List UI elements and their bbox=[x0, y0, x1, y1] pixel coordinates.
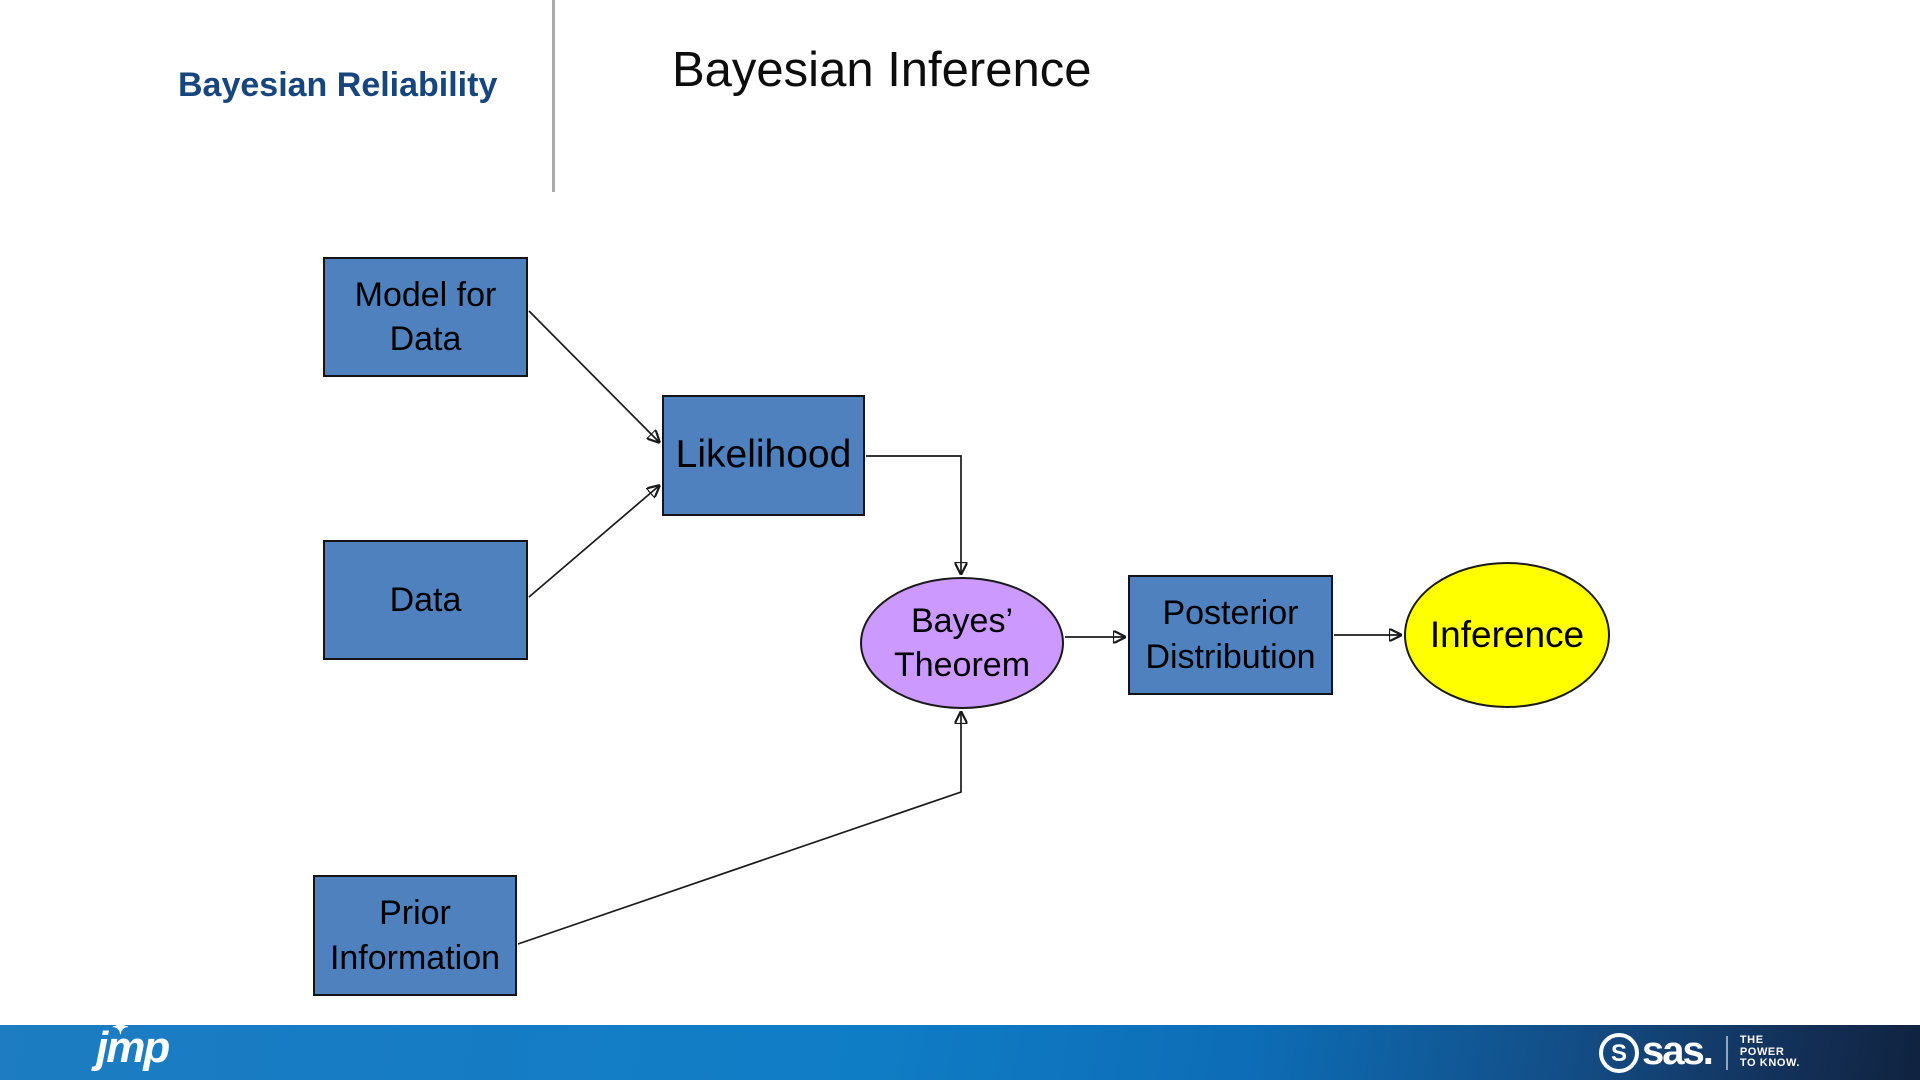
edge-data-to-likelihood bbox=[528, 485, 660, 598]
node-prior-information: Prior Information bbox=[313, 875, 517, 996]
deck-brand-title: Bayesian Reliability bbox=[178, 66, 498, 104]
node-bayes-theorem-label: Bayes’ Theorem bbox=[893, 601, 1031, 684]
svg-text:S: S bbox=[1611, 1040, 1627, 1067]
sas-tagline-line1: THE bbox=[1739, 1034, 1764, 1047]
sas-tagline: THE POWER TO KNOW. bbox=[1740, 1035, 1800, 1070]
edge-likelihood-to-bayes bbox=[866, 455, 961, 575]
node-model-for-data-label: Model for Data bbox=[354, 275, 497, 358]
node-prior-information-label: Prior Information bbox=[329, 894, 501, 977]
header-divider-line bbox=[552, 0, 555, 192]
node-likelihood-label: Likelihood bbox=[675, 433, 852, 477]
node-inference-label: Inference bbox=[1429, 613, 1585, 655]
sas-tagline-line3: TO KNOW. bbox=[1739, 1057, 1801, 1070]
slide-title: Bayesian Inference bbox=[672, 43, 1092, 97]
node-posterior-distribution-label: Posterior Distribution bbox=[1145, 593, 1316, 676]
jmp-logo: ✦ jmp bbox=[96, 1017, 170, 1073]
sas-mark-icon: S bbox=[1599, 1032, 1639, 1073]
node-likelihood: Likelihood bbox=[662, 395, 865, 516]
node-inference: Inference bbox=[1404, 562, 1610, 708]
footer-bar: ✦ jmp S sas. THE POWER TO KNOW. bbox=[0, 1017, 1920, 1080]
sas-logo: S sas. THE POWER TO KNOW. bbox=[1598, 1025, 1800, 1080]
node-bayes-theorem: Bayes’ Theorem bbox=[860, 577, 1064, 709]
edge-model-to-likelihood bbox=[528, 310, 660, 443]
node-posterior-distribution: Posterior Distribution bbox=[1128, 575, 1333, 695]
sas-logo-text: sas. bbox=[1642, 1028, 1714, 1073]
jmp-logo-text: jmp bbox=[96, 1023, 170, 1072]
node-data: Data bbox=[323, 540, 528, 660]
sas-tagline-line2: POWER bbox=[1739, 1045, 1785, 1058]
jmp-star-icon: ✦ bbox=[112, 1017, 129, 1039]
edge-prior-to-bayes bbox=[517, 711, 961, 945]
node-data-label: Data bbox=[389, 580, 462, 619]
sas-tagline-divider bbox=[1725, 1035, 1728, 1070]
node-model-for-data: Model for Data bbox=[323, 257, 528, 377]
